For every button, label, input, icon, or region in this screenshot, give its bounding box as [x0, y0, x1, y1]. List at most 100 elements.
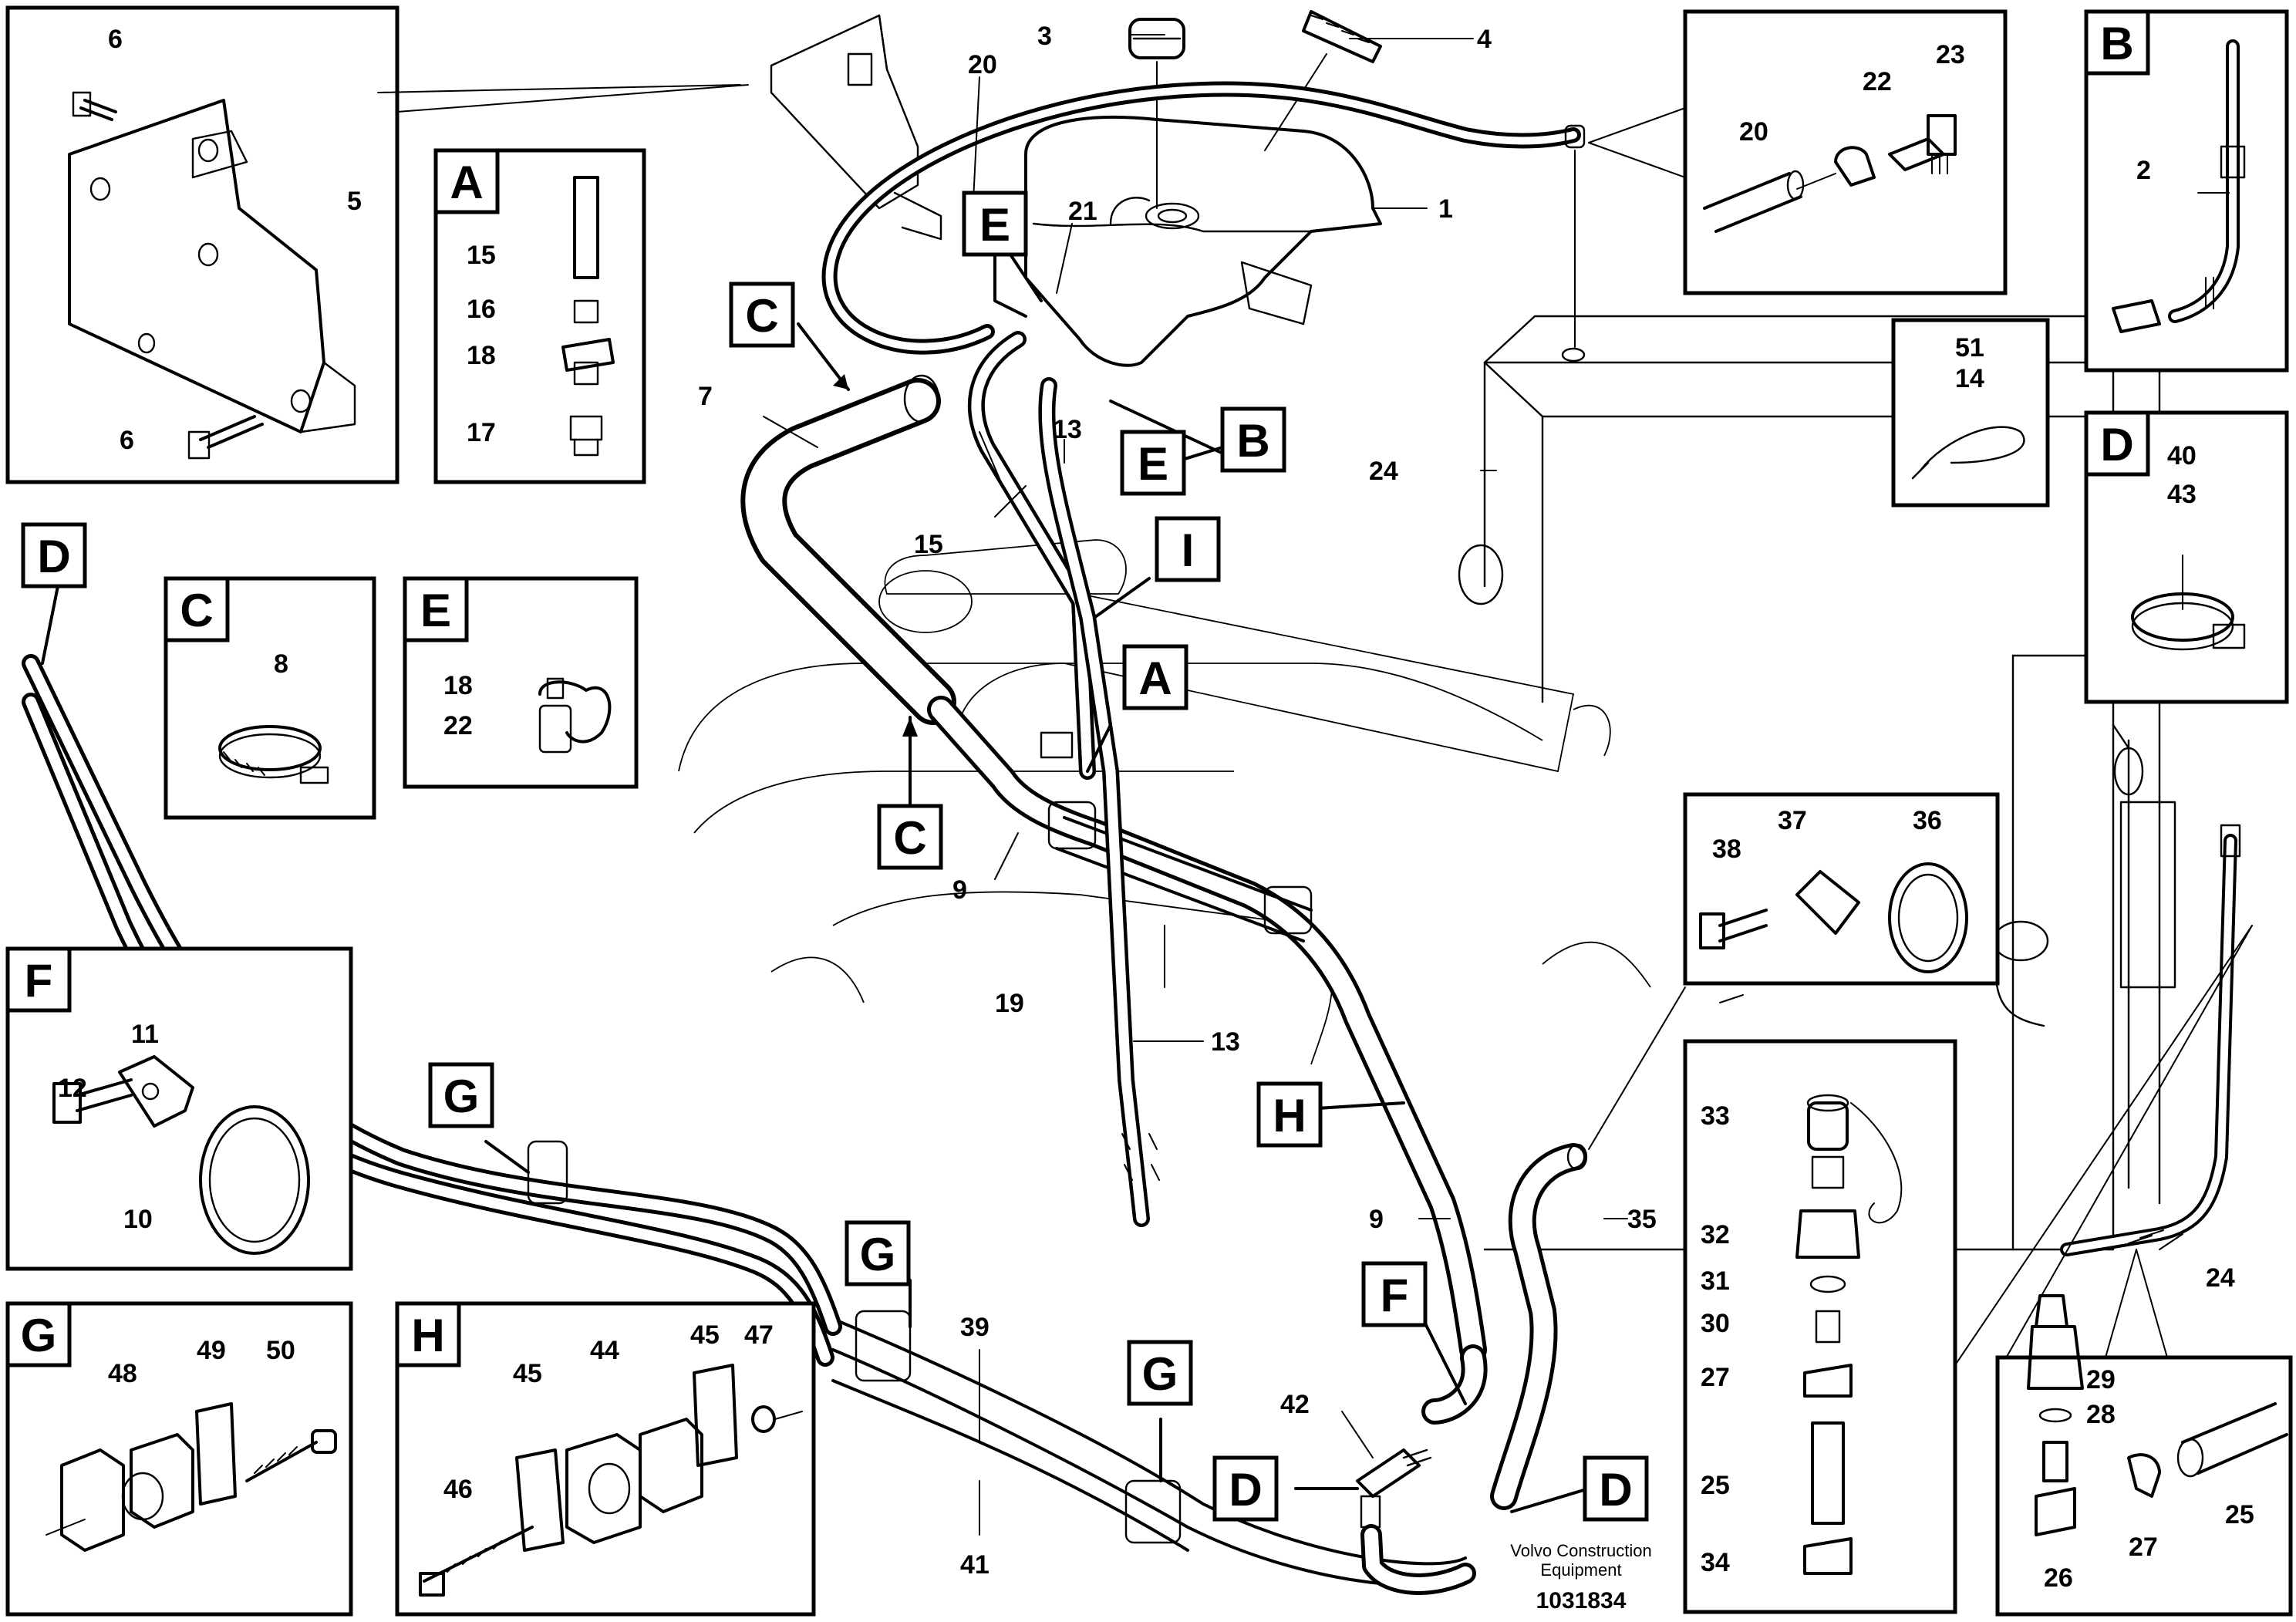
callout-C-main: C	[745, 290, 778, 342]
part-label-39: 39	[960, 1313, 990, 1342]
part-label-46: 46	[443, 1475, 473, 1504]
callout-F-main: F	[1381, 1270, 1409, 1321]
part-label-45-left: 45	[513, 1359, 542, 1388]
part-label-40: 40	[2167, 441, 2197, 470]
detail-C-box	[164, 576, 376, 820]
part-label-12: 12	[58, 1074, 87, 1103]
part-label-33: 33	[1701, 1101, 1730, 1131]
part-label-9-lower: 9	[1369, 1205, 1384, 1234]
part-label-5: 5	[347, 187, 362, 216]
callout-D-detail: D	[2100, 419, 2133, 470]
part-label-13-main: 13	[1053, 415, 1082, 444]
detail-test-point-box	[1683, 925, 2253, 1614]
part-label-34: 34	[1701, 1548, 1730, 1577]
callout-F-detail: F	[25, 955, 53, 1007]
part-label-29: 29	[2086, 1365, 2116, 1394]
part-label-18-A: 18	[467, 341, 496, 370]
part-label-4: 4	[1477, 25, 1492, 54]
part-label-2: 2	[2136, 156, 2151, 185]
part-label-22-E: 22	[443, 711, 473, 740]
part-label-17: 17	[467, 418, 496, 447]
part-label-15-detail: 15	[467, 241, 496, 270]
part-label-21: 21	[1068, 197, 1097, 226]
part-label-45-right: 45	[690, 1320, 720, 1350]
overflow-hose	[821, 81, 1586, 355]
drawing-number: 1031834	[1536, 1588, 1627, 1614]
part-label-28: 28	[2086, 1400, 2116, 1429]
return-hose	[1490, 1143, 1588, 1510]
callout-B-main: B	[1236, 415, 1269, 467]
callout-A-main: A	[1138, 653, 1172, 704]
detail-fitting-box	[1588, 9, 2008, 295]
part-label-25-right: 25	[2225, 1500, 2254, 1529]
part-label-50: 50	[266, 1336, 295, 1365]
engine-background-outline	[678, 539, 1651, 1065]
part-label-25-detail: 25	[1701, 1471, 1730, 1500]
part-label-22-detail: 22	[1863, 67, 1892, 96]
drain-fitting	[1356, 1448, 1476, 1595]
callout-G-main: G	[443, 1071, 480, 1122]
detail-H-box	[395, 1301, 816, 1617]
part-label-24-main: 24	[1369, 457, 1398, 486]
part-label-15-main: 15	[914, 530, 943, 559]
part-label-43: 43	[2167, 480, 2197, 509]
part-label-42: 42	[1280, 1390, 1310, 1419]
part-label-44: 44	[590, 1336, 619, 1365]
part-label-31: 31	[1701, 1266, 1730, 1296]
upper-hose	[740, 374, 956, 725]
part-label-13-lower: 13	[1211, 1027, 1240, 1057]
part-label-27-detail: 27	[1701, 1363, 1730, 1392]
part-label-19: 19	[995, 989, 1024, 1018]
sensor-cap	[1264, 10, 1382, 151]
part-label-49: 49	[197, 1336, 226, 1365]
part-label-20-main: 20	[968, 50, 997, 79]
callout-D-main-3: D	[1599, 1464, 1632, 1516]
callout-E-detail: E	[420, 585, 451, 636]
part-label-41: 41	[960, 1550, 990, 1580]
part-label-36: 36	[1913, 806, 1942, 835]
part-label-23: 23	[1936, 40, 1965, 69]
callout-H-main: H	[1273, 1090, 1306, 1141]
callout-D-main: D	[37, 531, 70, 582]
detail-bracket-box	[5, 5, 749, 484]
part-label-26: 26	[2044, 1563, 2073, 1593]
part-label-30: 30	[1701, 1309, 1730, 1338]
part-label-37: 37	[1778, 806, 1807, 835]
expansion-tank	[1024, 116, 1382, 367]
part-label-48: 48	[108, 1359, 137, 1388]
part-label-24-right: 24	[2206, 1263, 2235, 1293]
part-label-9-main: 9	[952, 875, 967, 905]
part-label-7: 7	[698, 382, 713, 411]
drawing-footer: Volvo Construction Equipment 1031834	[1510, 1541, 1651, 1614]
callout-letter-boxes: C E E B I A C D G H F G G D D A C	[5, 9, 2150, 1522]
brand-line-2: Equipment	[1540, 1560, 1621, 1580]
part-label-38: 38	[1712, 835, 1741, 864]
callout-B-detail: B	[2100, 18, 2133, 69]
callout-G-detail: G	[21, 1310, 57, 1361]
part-label-51: 51	[1955, 333, 1984, 363]
callout-D-main-2: D	[1229, 1464, 1262, 1516]
detail-fitting-lower-box	[1995, 1249, 2293, 1617]
part-label-1: 1	[1438, 194, 1453, 224]
part-label-35: 35	[1627, 1205, 1657, 1234]
bleed-hose	[968, 331, 1096, 780]
callout-C-main-2: C	[893, 812, 926, 864]
callout-E-main: E	[979, 199, 1010, 251]
callout-C-detail: C	[180, 585, 213, 636]
part-label-8: 8	[274, 649, 288, 679]
callout-A-detail: A	[450, 157, 483, 208]
callout-E-main-2: E	[1138, 438, 1168, 490]
part-label-47: 47	[744, 1320, 774, 1350]
brand-line-1: Volvo Construction	[1510, 1541, 1651, 1560]
part-label-10: 10	[123, 1205, 153, 1234]
part-label-11: 11	[131, 1020, 159, 1049]
part-label-27-right: 27	[2129, 1533, 2158, 1562]
drain-hose	[1038, 377, 1160, 1227]
filler-cap	[1128, 18, 1185, 209]
part-label-3: 3	[1037, 22, 1052, 51]
part-label-20-detail: 20	[1739, 117, 1768, 147]
part-label-18-E: 18	[443, 671, 473, 700]
callout-H-detail: H	[411, 1310, 444, 1361]
callout-G-main-3: G	[1142, 1348, 1178, 1400]
